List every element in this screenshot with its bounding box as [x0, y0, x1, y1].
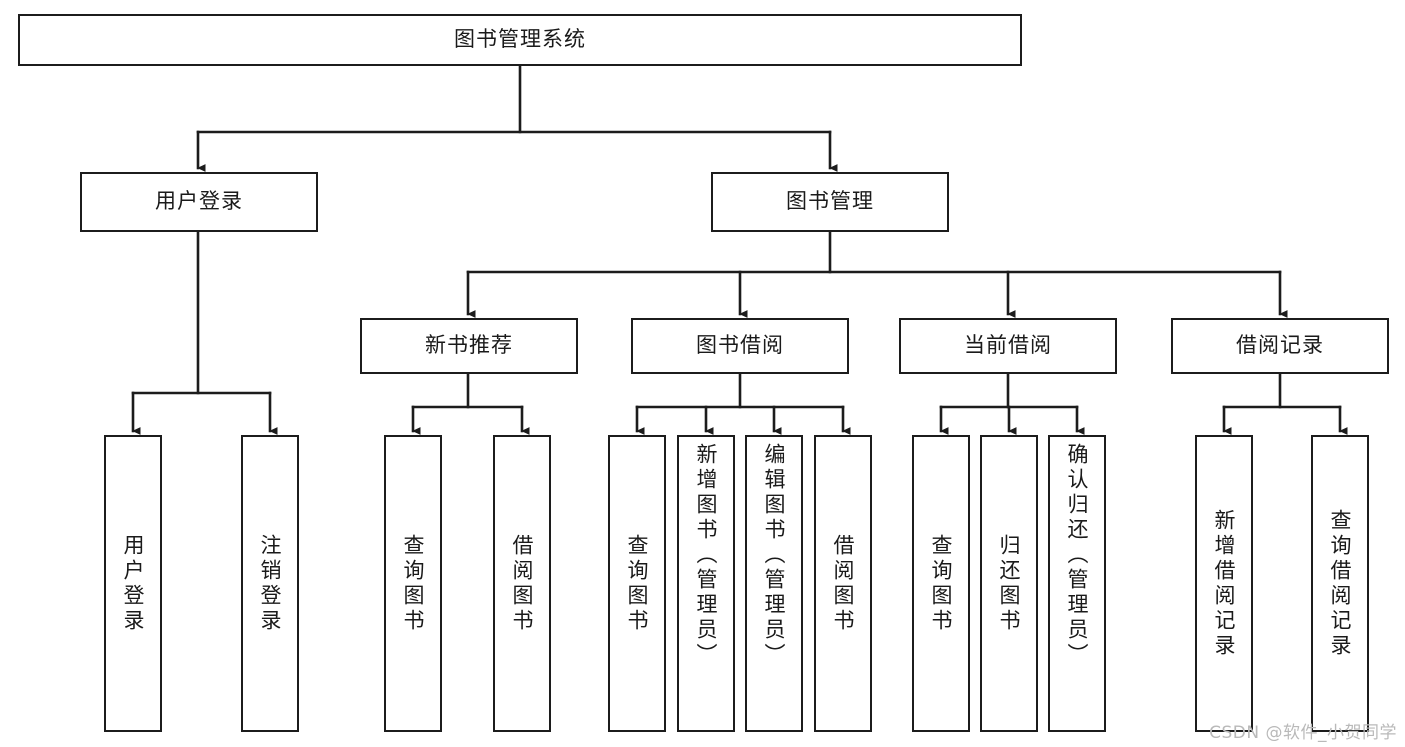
leaf-return-book[interactable]: 归还图书 — [980, 435, 1038, 732]
leaf-edit-book-label: 编辑图书（管理员） — [762, 443, 787, 668]
node-book-manage[interactable]: 图书管理 — [711, 172, 949, 232]
leaf-borrow-book-2-label: 借阅图书 — [831, 533, 856, 634]
leaf-query-record-label: 查询借阅记录 — [1328, 508, 1353, 659]
node-book-borrow[interactable]: 图书借阅 — [631, 318, 849, 374]
node-new-book-recommend[interactable]: 新书推荐 — [360, 318, 578, 374]
node-new-book-recommend-label: 新书推荐 — [425, 333, 513, 358]
leaf-add-book-label: 新增图书（管理员） — [694, 443, 719, 668]
leaf-query-book-3[interactable]: 查询图书 — [912, 435, 970, 732]
node-current-borrow-label: 当前借阅 — [964, 333, 1052, 358]
node-book-borrow-label: 图书借阅 — [696, 333, 784, 358]
node-user-login[interactable]: 用户登录 — [80, 172, 318, 232]
node-book-manage-label: 图书管理 — [786, 189, 874, 214]
node-user-login-label: 用户登录 — [155, 189, 243, 214]
leaf-add-record[interactable]: 新增借阅记录 — [1195, 435, 1253, 732]
leaf-query-book-1[interactable]: 查询图书 — [384, 435, 442, 732]
leaf-query-record[interactable]: 查询借阅记录 — [1311, 435, 1369, 732]
node-current-borrow[interactable]: 当前借阅 — [899, 318, 1117, 374]
node-root-label: 图书管理系统 — [454, 27, 586, 52]
leaf-return-book-label: 归还图书 — [997, 533, 1022, 634]
leaf-add-record-label: 新增借阅记录 — [1212, 508, 1237, 659]
leaf-add-book[interactable]: 新增图书（管理员） — [677, 435, 735, 732]
leaf-confirm-return[interactable]: 确认归还（管理员） — [1048, 435, 1106, 732]
node-root[interactable]: 图书管理系统 — [18, 14, 1022, 66]
leaf-logout-label: 注销登录 — [258, 533, 283, 634]
leaf-user-login[interactable]: 用户登录 — [104, 435, 162, 732]
leaf-query-book-3-label: 查询图书 — [929, 533, 954, 634]
leaf-borrow-book-1[interactable]: 借阅图书 — [493, 435, 551, 732]
leaf-logout[interactable]: 注销登录 — [241, 435, 299, 732]
leaf-query-book-1-label: 查询图书 — [401, 533, 426, 634]
leaf-confirm-return-label: 确认归还（管理员） — [1065, 443, 1090, 668]
leaf-borrow-book-1-label: 借阅图书 — [510, 533, 535, 634]
leaf-borrow-book-2[interactable]: 借阅图书 — [814, 435, 872, 732]
node-borrow-record-label: 借阅记录 — [1236, 333, 1324, 358]
leaf-edit-book[interactable]: 编辑图书（管理员） — [745, 435, 803, 732]
leaf-user-login-label: 用户登录 — [121, 533, 146, 634]
node-borrow-record[interactable]: 借阅记录 — [1171, 318, 1389, 374]
leaf-query-book-2-label: 查询图书 — [625, 533, 650, 634]
leaf-query-book-2[interactable]: 查询图书 — [608, 435, 666, 732]
